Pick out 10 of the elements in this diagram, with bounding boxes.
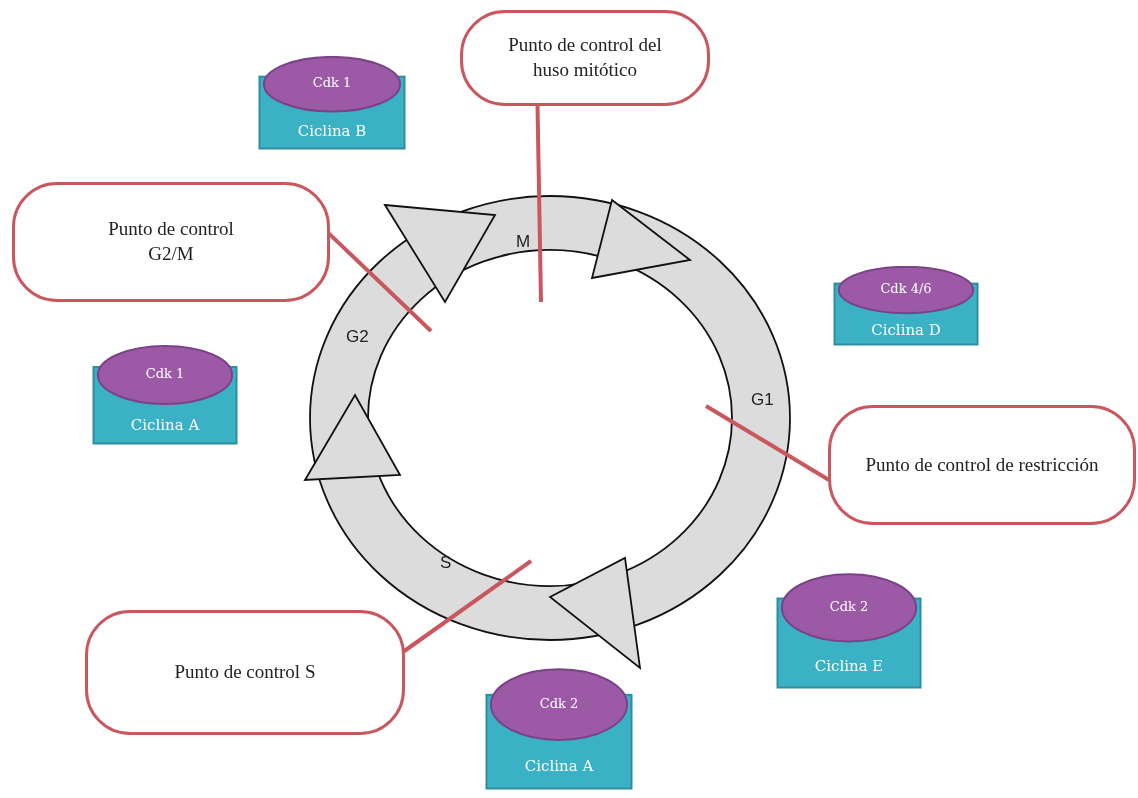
phase-label: S [440, 553, 452, 573]
callout-box: Punto de control G2/M [12, 182, 330, 302]
callout-box: Punto de control del huso mitótico [460, 10, 710, 106]
callout-box: Punto de control S [85, 610, 405, 735]
phase-label: G2 [346, 327, 369, 347]
phase-label: G1 [751, 390, 774, 410]
phase-label: M [516, 232, 531, 252]
leader-line [535, 104, 543, 303]
callout-box: Punto de control de restricción [828, 405, 1136, 525]
leader-line [402, 559, 533, 653]
